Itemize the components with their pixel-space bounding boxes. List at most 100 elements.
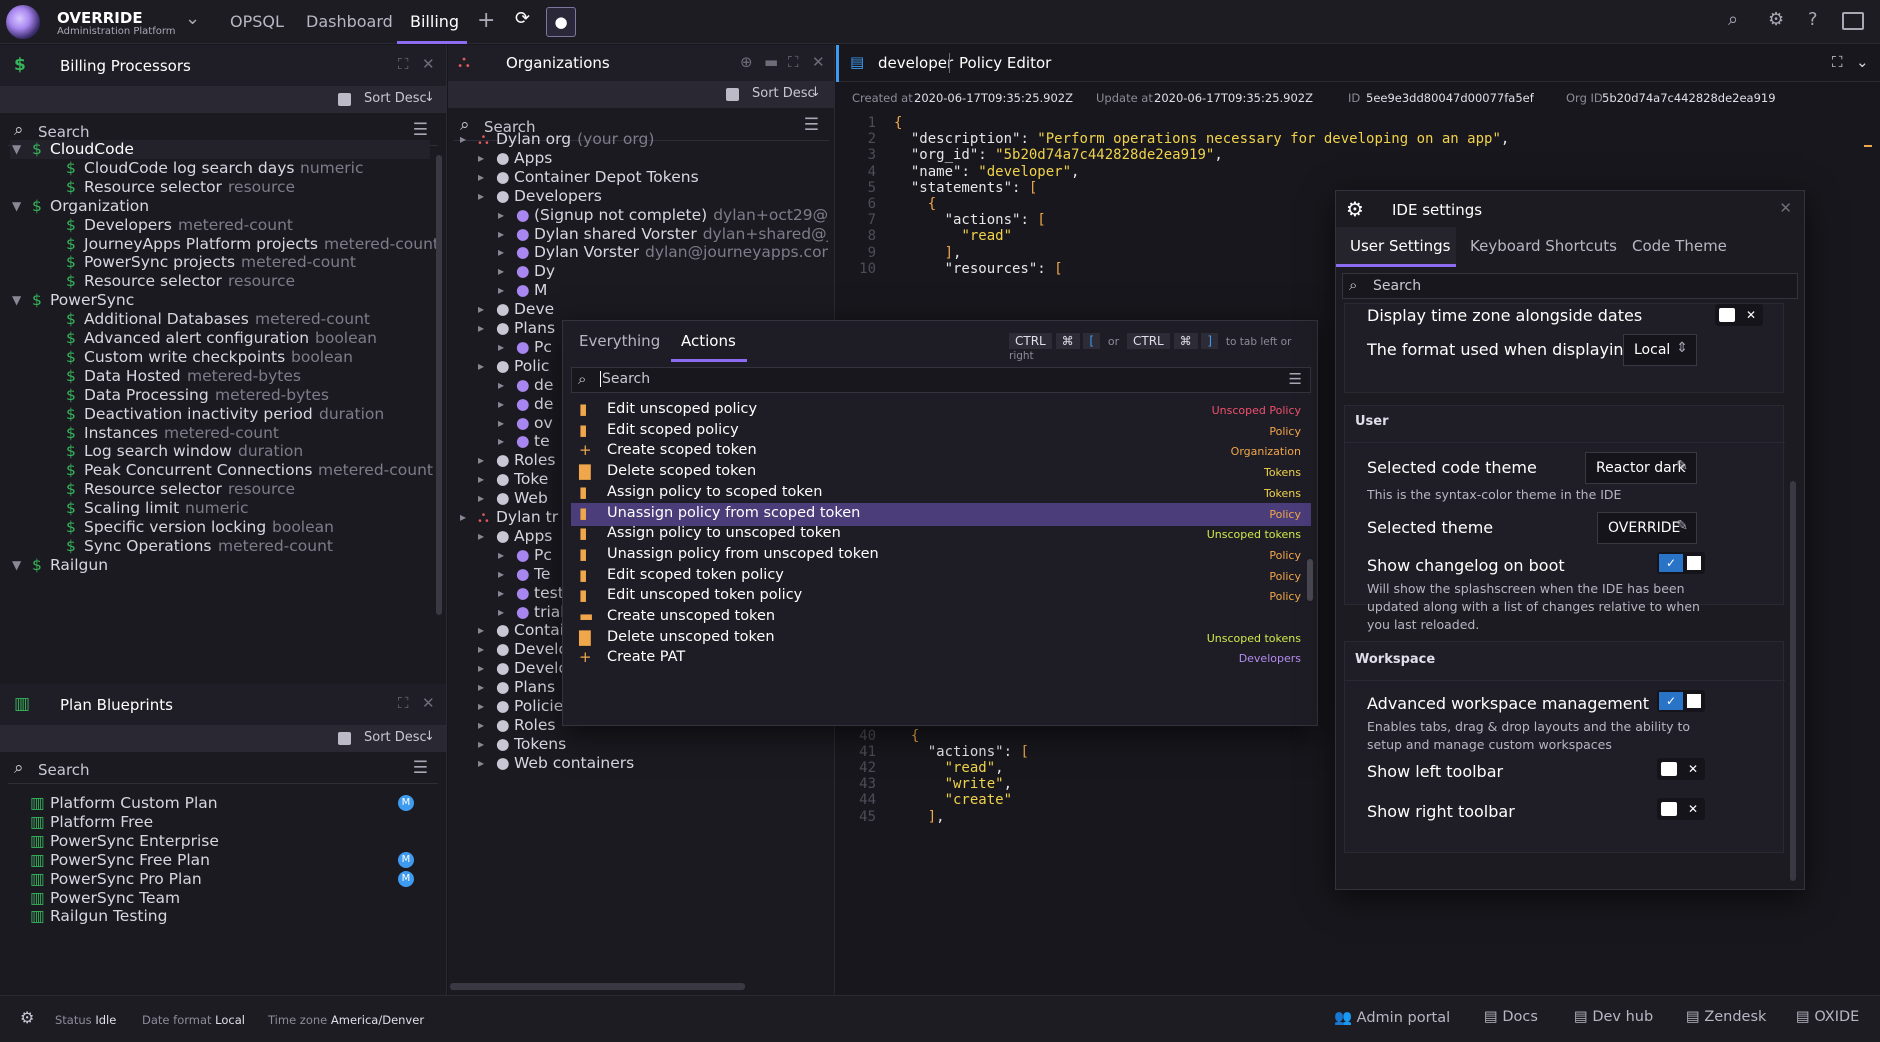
blueprints-search-input[interactable]: Search	[38, 761, 90, 779]
org-tree-row[interactable]: ▸●de	[448, 395, 828, 414]
adv-workspace-toggle[interactable]: ✓	[1657, 690, 1705, 712]
expand-icon[interactable]: ⛶	[788, 53, 799, 71]
org-tree-row[interactable]: ▸●Apps	[448, 527, 828, 546]
sort-checkbox[interactable]	[338, 93, 351, 106]
billing-search-input[interactable]: Search	[38, 123, 90, 141]
chevron-down-icon[interactable]: ⌄	[185, 8, 201, 29]
org-tree-row[interactable]: ▸●Web containers	[448, 754, 828, 773]
close-icon[interactable]: ✕	[422, 55, 435, 73]
left-toolbar-toggle[interactable]: ✕	[1657, 758, 1705, 780]
timezone-toggle[interactable]: ✕	[1715, 304, 1763, 326]
breadcrumb-developer[interactable]: developer	[878, 54, 954, 72]
sort-desc-button[interactable]: Sort Desc	[364, 91, 427, 106]
org-tree-row[interactable]: ▸●Tokens	[448, 735, 828, 754]
caret-icon[interactable]: ▸	[498, 339, 505, 354]
menu-icon[interactable]: ☰	[803, 115, 819, 135]
palette-action-item[interactable]: ▬Create unscoped token	[571, 606, 1311, 629]
window-icon[interactable]	[1842, 12, 1864, 30]
menu-icon[interactable]: ☰	[412, 120, 428, 140]
org-tree-row[interactable]: ▸●ov	[448, 414, 828, 433]
org-tree-row[interactable]: ▸●Roles	[448, 451, 828, 470]
search-icon[interactable]: ⌕	[1728, 9, 1739, 30]
org-tree-row[interactable]: ▸●Container Depot Tokens	[448, 168, 828, 187]
caret-icon[interactable]: ▸	[478, 736, 485, 751]
blueprint-item[interactable]: ▥PowerSync Enterprise	[10, 832, 430, 851]
caret-icon[interactable]: ▸	[498, 377, 505, 392]
caret-icon[interactable]: ▸	[478, 321, 485, 335]
caret-icon[interactable]: ▸	[478, 755, 485, 770]
gear-icon[interactable]: ⚙	[1768, 9, 1785, 30]
add-tab-icon[interactable]: +	[477, 8, 496, 33]
org-tree-row[interactable]: ▸⛬Dylan tr	[448, 508, 828, 527]
blueprints-search[interactable]: ⌕ Search ☰	[8, 756, 438, 784]
caret-icon[interactable]: ▸	[478, 699, 485, 713]
org-tree-row[interactable]: ▸●Polic	[448, 357, 828, 376]
date-format-select[interactable]: Local ⇕	[1623, 334, 1697, 366]
caret-down-icon[interactable]: ▼	[12, 142, 22, 156]
ide-search[interactable]: ⌕ Search	[1342, 273, 1798, 299]
sort-desc-button[interactable]: Sort Desc	[364, 730, 427, 745]
org-tree-row[interactable]: ▸●Policies	[448, 697, 828, 716]
palette-tab-everything[interactable]: Everything	[579, 332, 661, 350]
help-icon[interactable]: ?	[1808, 9, 1818, 30]
org-tree-row[interactable]: ▸●Apps	[448, 149, 828, 168]
caret-icon[interactable]: ▸	[478, 528, 485, 543]
docs-link[interactable]: ▤ Docs	[1484, 1009, 1538, 1025]
caret-icon[interactable]: ▸	[498, 396, 505, 411]
oxide-link[interactable]: ▤ OXIDE	[1796, 1009, 1859, 1025]
org-tree-row[interactable]: ▸⛬Dylan org(your org)	[448, 130, 828, 149]
right-toolbar-toggle[interactable]: ✕	[1657, 798, 1705, 820]
org-tree-row[interactable]: ▸●Te	[448, 565, 828, 584]
expand-icon[interactable]: ⛶	[398, 55, 409, 73]
gear-icon[interactable]: ⚙	[20, 1008, 35, 1027]
caret-icon[interactable]: ▸	[478, 453, 485, 468]
org-tree-row[interactable]: ▸●(Signup not complete)dylan+oct29@journ	[448, 206, 828, 225]
org-tree-row[interactable]: ▸●de	[448, 376, 828, 395]
blueprint-item[interactable]: ▥PowerSync Team	[10, 889, 430, 908]
orgs-search[interactable]: ⌕ Search ☰	[454, 113, 829, 141]
user-icon[interactable]: ●	[546, 7, 576, 37]
caret-icon[interactable]: ▸	[478, 680, 485, 695]
menu-icon[interactable]: ☰	[1288, 370, 1302, 388]
add-icon[interactable]: ⊕	[740, 53, 753, 71]
tab-billing[interactable]: Billing	[410, 12, 460, 31]
close-icon[interactable]: ✕	[812, 53, 825, 71]
blueprint-item[interactable]: ▥Platform Free	[10, 813, 430, 832]
caret-down-icon[interactable]: ▼	[12, 198, 22, 213]
caret-icon[interactable]: ▸	[498, 207, 505, 222]
ide-scrollbar[interactable]	[1790, 481, 1796, 881]
caret-icon[interactable]: ▸	[460, 510, 467, 524]
sort-icon[interactable]: ↓	[424, 729, 435, 744]
org-tree-row[interactable]: ▸●Developers	[448, 187, 828, 206]
caret-icon[interactable]: ▸	[498, 245, 505, 260]
org-tree-row[interactable]: ▸●Pc	[448, 546, 828, 565]
sort-checkbox[interactable]	[338, 732, 351, 745]
caret-icon[interactable]: ▸	[478, 717, 485, 732]
folder-icon[interactable]: ▬	[764, 53, 779, 71]
theme-select[interactable]: OVERRIDE ✎	[1597, 512, 1697, 544]
palette-search-input[interactable]: Search	[600, 371, 651, 387]
caret-icon[interactable]: ▸	[478, 491, 485, 506]
